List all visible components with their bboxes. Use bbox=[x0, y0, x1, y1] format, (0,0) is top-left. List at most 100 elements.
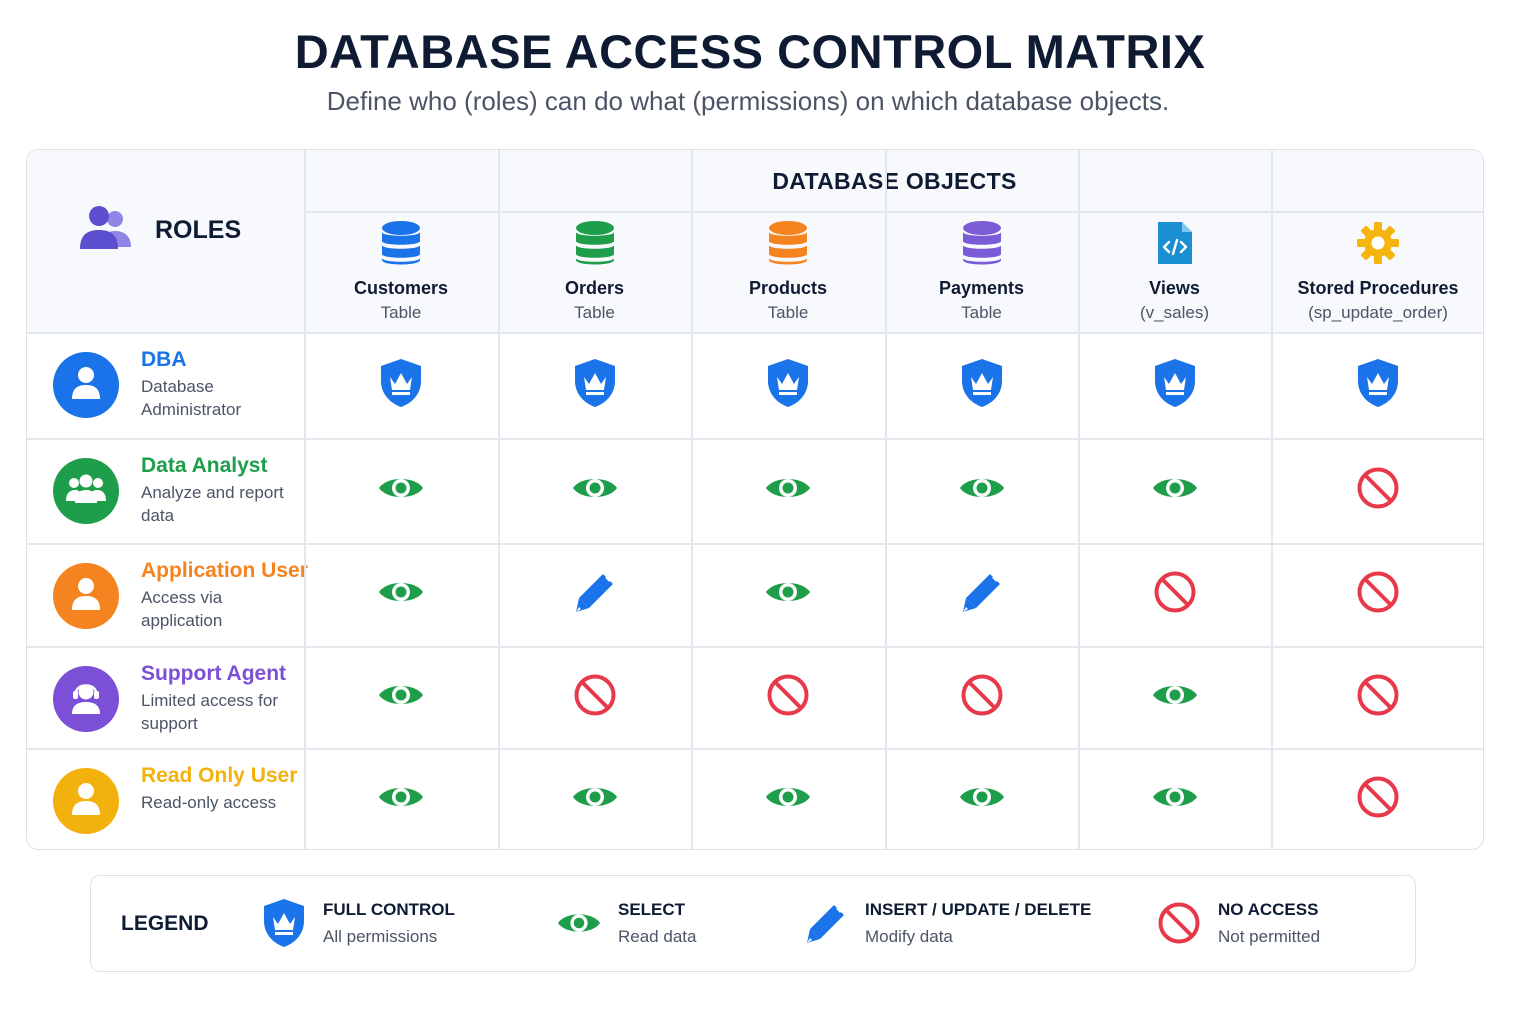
role-text: DBA Database Administrator bbox=[141, 348, 291, 421]
no-access-icon bbox=[1356, 466, 1400, 515]
grid-line bbox=[27, 543, 1483, 545]
object-type: Table bbox=[380, 303, 422, 322]
object-type: (v_sales) bbox=[1140, 303, 1209, 322]
grid-line bbox=[27, 438, 1483, 440]
no-access-icon bbox=[1153, 570, 1197, 619]
role-name: DBA bbox=[141, 348, 187, 371]
role-name: Read Only User bbox=[141, 764, 298, 787]
group-icon bbox=[66, 473, 106, 510]
eye-icon bbox=[377, 679, 425, 716]
shield-crown-icon bbox=[1355, 357, 1401, 414]
permission-cell-full bbox=[498, 332, 691, 438]
permission-cell-select bbox=[304, 438, 498, 543]
avatar bbox=[53, 458, 119, 524]
objects-header: DATABASE OBJECTS bbox=[772, 168, 1017, 194]
permission-cell-none bbox=[1271, 543, 1483, 646]
no-access-icon bbox=[960, 673, 1004, 722]
permission-cell-full bbox=[304, 332, 498, 438]
permission-cell-select bbox=[691, 543, 885, 646]
users-icon bbox=[79, 205, 133, 256]
avatar bbox=[53, 666, 119, 732]
legend-title: LEGEND bbox=[121, 912, 209, 935]
role-description: Read-only access bbox=[141, 793, 277, 812]
permission-cell-select bbox=[304, 748, 498, 849]
eye-icon bbox=[1151, 472, 1199, 509]
role-description: Analyze and report data bbox=[141, 483, 284, 525]
grid-line bbox=[885, 150, 887, 849]
shield-crown-icon bbox=[959, 357, 1005, 414]
grid-line bbox=[27, 748, 1483, 750]
object-name: Payments bbox=[938, 278, 1025, 298]
grid-line bbox=[304, 150, 306, 849]
avatar bbox=[53, 768, 119, 834]
no-access-icon bbox=[1356, 673, 1400, 722]
no-access-icon bbox=[1156, 900, 1202, 946]
eye-icon bbox=[556, 900, 602, 946]
permission-cell-modify bbox=[885, 543, 1078, 646]
avatar bbox=[53, 352, 119, 418]
permission-cell-select bbox=[1078, 438, 1271, 543]
role-name: Support Agent bbox=[141, 662, 287, 685]
role-description: Access via application bbox=[141, 588, 223, 630]
object-name: Views bbox=[1149, 278, 1200, 298]
matrix-header bbox=[27, 150, 1483, 332]
legend-description: All permissions bbox=[323, 927, 438, 946]
legend-description: Not permitted bbox=[1218, 927, 1321, 946]
shield-crown-icon bbox=[572, 357, 618, 414]
code-file-icon bbox=[1156, 220, 1194, 266]
role-description: Database Administrator bbox=[141, 377, 242, 419]
shield-crown-icon bbox=[261, 899, 307, 947]
eye-icon bbox=[764, 781, 812, 818]
legend-name: SELECT bbox=[618, 900, 686, 919]
database-icon bbox=[767, 220, 809, 266]
permission-cell-none bbox=[885, 646, 1078, 748]
roles-header-label: ROLES bbox=[155, 216, 242, 244]
object-name: Stored Procedures bbox=[1297, 278, 1459, 298]
grid-line bbox=[27, 332, 1483, 334]
object-name: Orders bbox=[564, 278, 625, 298]
user-icon bbox=[70, 782, 102, 821]
pencil-icon bbox=[960, 570, 1004, 619]
object-type: Table bbox=[767, 303, 809, 322]
eye-icon bbox=[958, 781, 1006, 818]
headset-user-icon bbox=[68, 679, 104, 720]
no-access-icon bbox=[1356, 570, 1400, 619]
shield-crown-icon bbox=[378, 357, 424, 414]
permission-cell-full bbox=[1271, 332, 1483, 438]
eye-icon bbox=[764, 576, 812, 613]
database-icon bbox=[380, 220, 422, 266]
page-subtitle: Define who (roles) can do what (permissi… bbox=[326, 86, 1170, 116]
legend-description: Modify data bbox=[865, 927, 953, 946]
permission-cell-select bbox=[1078, 646, 1271, 748]
pencil-icon bbox=[573, 570, 617, 619]
eye-icon bbox=[377, 472, 425, 509]
avatar bbox=[53, 563, 119, 629]
database-icon bbox=[961, 220, 1003, 266]
permission-cell-none bbox=[1271, 748, 1483, 849]
object-type: Table bbox=[961, 303, 1002, 322]
user-icon bbox=[70, 577, 102, 616]
no-access-icon bbox=[1356, 775, 1400, 824]
permission-cell-full bbox=[691, 332, 885, 438]
permission-cell-select bbox=[498, 438, 691, 543]
eye-icon bbox=[764, 472, 812, 509]
permission-cell-select bbox=[885, 438, 1078, 543]
object-type: (sp_update_order) bbox=[1308, 303, 1448, 322]
permission-cell-select bbox=[498, 748, 691, 849]
eye-icon bbox=[571, 781, 619, 818]
grid-line bbox=[1271, 150, 1273, 849]
permission-cell-select bbox=[885, 748, 1078, 849]
eye-icon bbox=[377, 576, 425, 613]
